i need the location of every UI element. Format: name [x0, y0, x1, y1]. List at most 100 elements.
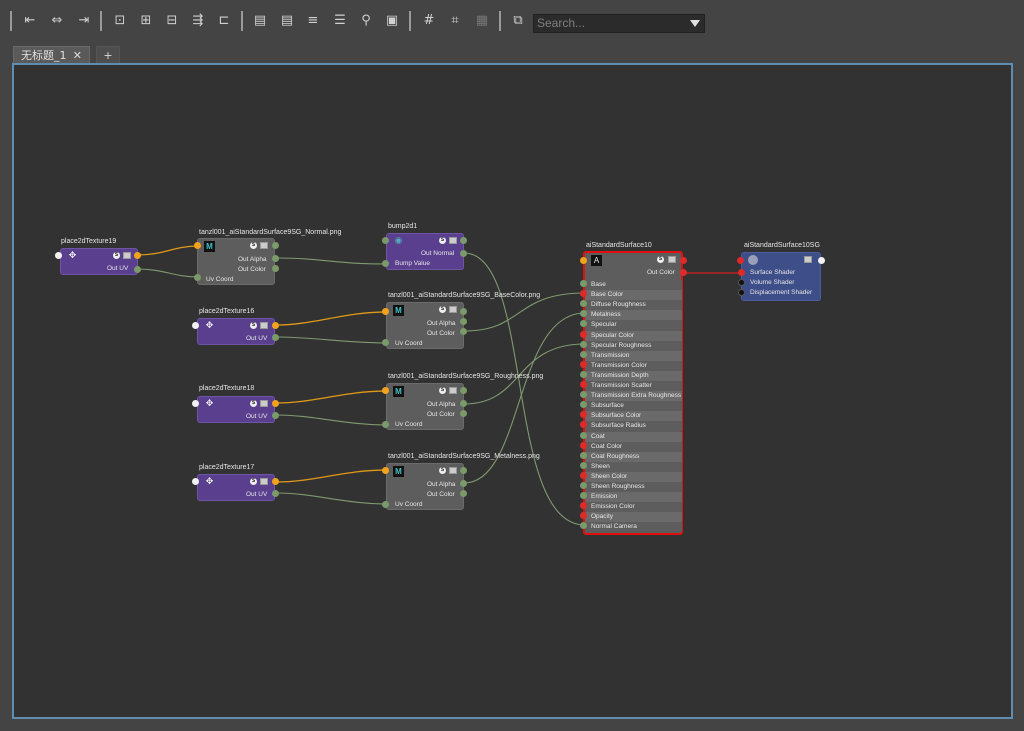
- input-port-attribute[interactable]: [580, 502, 587, 510]
- attribute-row[interactable]: Diffuse Roughness: [585, 300, 682, 311]
- view-toggle-icon[interactable]: [123, 252, 131, 259]
- input-port-attribute[interactable]: [580, 471, 587, 479]
- output-port[interactable]: [818, 257, 825, 264]
- output-port-out-color[interactable]: [680, 269, 687, 276]
- input-port-volume-shader[interactable]: [738, 279, 745, 286]
- graph-output-icon[interactable]: ⇥: [78, 13, 90, 28]
- node-place2dTexture16[interactable]: ✥ S Out UV: [197, 318, 275, 345]
- attribute-row[interactable]: Transmission Extra Roughness: [585, 391, 682, 402]
- output-port[interactable]: [460, 308, 467, 315]
- input-port-uv-coord[interactable]: [194, 274, 201, 281]
- attribute-row[interactable]: Sheen Color: [585, 471, 682, 482]
- output-port-out-color[interactable]: [460, 490, 467, 497]
- attribute-row[interactable]: Coat: [585, 431, 682, 442]
- tab-untitled[interactable]: 无标题_1 ✕: [13, 46, 90, 64]
- attribute-row[interactable]: Subsurface Radius: [585, 421, 682, 432]
- node-aiStandardSurface10SG[interactable]: Surface Shader Volume Shader Displacemen…: [741, 252, 821, 301]
- attribute-row[interactable]: Coat Color: [585, 441, 682, 452]
- attribute-row[interactable]: Transmission Scatter: [585, 381, 682, 391]
- node-normal-texture[interactable]: M S Out Alpha Out Color Uv Coord: [197, 238, 275, 285]
- view-toggle-icon[interactable]: [449, 387, 457, 394]
- input-port[interactable]: [382, 237, 389, 244]
- frame-selection-icon[interactable]: ⊡: [114, 13, 126, 28]
- input-port[interactable]: [192, 478, 199, 485]
- attribute-row[interactable]: Emission: [585, 492, 682, 503]
- view-toggle-icon[interactable]: [260, 478, 268, 485]
- input-port-orange[interactable]: [382, 467, 389, 474]
- output-port-out-alpha[interactable]: [460, 318, 467, 325]
- input-port-attribute[interactable]: [580, 350, 587, 358]
- view-toggle-icon[interactable]: [449, 237, 457, 244]
- input-port-bump-value[interactable]: [382, 260, 389, 267]
- attribute-row[interactable]: Metalness: [585, 310, 682, 321]
- input-port-attribute[interactable]: [580, 391, 587, 399]
- input-port-attribute[interactable]: [580, 320, 587, 328]
- output-port-out-color[interactable]: [460, 328, 467, 335]
- view-toggle-icon[interactable]: [260, 242, 268, 249]
- node-place2dTexture17[interactable]: ✥ S Out UV: [197, 474, 275, 501]
- input-port-attribute[interactable]: [580, 431, 587, 439]
- node-place2dTexture18[interactable]: ✥ S Out UV: [197, 396, 275, 423]
- swatch-toggle-icon[interactable]: S: [250, 242, 257, 249]
- add-selected-icon[interactable]: ⊞: [140, 13, 152, 28]
- attribute-row[interactable]: Transmission: [585, 350, 682, 361]
- node-editor-canvas[interactable]: place2dTexture19 ✥ S Out UV place2dTextu…: [12, 63, 1013, 719]
- output-port-out-uv[interactable]: [272, 412, 279, 419]
- input-port-orange[interactable]: [194, 242, 201, 249]
- add-tab-button[interactable]: +: [96, 46, 120, 64]
- input-port-attribute[interactable]: [580, 310, 587, 318]
- input-port-displacement-shader[interactable]: [738, 289, 745, 296]
- output-port[interactable]: [272, 242, 279, 249]
- attribute-row[interactable]: Normal Camera: [585, 522, 682, 533]
- output-port-out-alpha[interactable]: [272, 255, 279, 262]
- attribute-row[interactable]: Base Color: [585, 290, 682, 301]
- swatch-icon[interactable]: ▣: [385, 13, 399, 28]
- output-port[interactable]: [460, 237, 467, 244]
- input-port-attribute[interactable]: [580, 300, 587, 308]
- output-port[interactable]: [460, 387, 467, 394]
- node-basecolor-texture[interactable]: M S Out Alpha Out Color Uv Coord: [386, 302, 464, 349]
- magnify-icon[interactable]: ⚲: [361, 13, 371, 28]
- node-bump2d1[interactable]: ◉ S Out Normal Bump Value: [386, 233, 464, 270]
- input-port-attribute[interactable]: [580, 421, 587, 429]
- attribute-row[interactable]: Sheen: [585, 461, 682, 472]
- output-port[interactable]: [460, 467, 467, 474]
- swatch-toggle-icon[interactable]: S: [250, 400, 257, 407]
- view-toggle-icon[interactable]: [260, 400, 268, 407]
- input-port-attribute[interactable]: [580, 381, 587, 388]
- node-place2dTexture19[interactable]: ✥ S Out UV: [60, 248, 138, 275]
- input-port-attribute[interactable]: [580, 482, 587, 489]
- input-port-uv-coord[interactable]: [382, 339, 389, 346]
- view-toggle-icon[interactable]: [804, 256, 812, 263]
- node-metalness-texture[interactable]: M S Out Alpha Out Color Uv Coord: [386, 463, 464, 510]
- output-port-out-color[interactable]: [460, 410, 467, 417]
- output-port-out-color[interactable]: [272, 265, 279, 272]
- grid-icon[interactable]: #: [423, 13, 435, 28]
- swatch-toggle-icon[interactable]: S: [113, 252, 120, 259]
- input-port-attribute[interactable]: [580, 522, 587, 530]
- view-toggle-icon[interactable]: [260, 322, 268, 329]
- input-port[interactable]: [192, 322, 199, 329]
- view-toggle-icon[interactable]: [449, 467, 457, 474]
- output-port-out-alpha[interactable]: [460, 480, 467, 487]
- output-port-out-uv[interactable]: [272, 490, 279, 497]
- swatch-toggle-icon[interactable]: S: [250, 478, 257, 485]
- input-port-orange[interactable]: [382, 308, 389, 315]
- attribute-row[interactable]: Sheen Roughness: [585, 482, 682, 492]
- input-port-uv-coord[interactable]: [382, 421, 389, 428]
- output-port-out-normal[interactable]: [460, 250, 467, 257]
- output-port-orange[interactable]: [272, 400, 279, 407]
- node-roughness-texture[interactable]: M S Out Alpha Out Color Uv Coord: [386, 383, 464, 430]
- attribute-row[interactable]: Subsurface: [585, 401, 682, 412]
- remove-selected-icon[interactable]: ⊟: [166, 13, 178, 28]
- swatch-toggle-icon[interactable]: S: [439, 467, 446, 474]
- output-port-orange[interactable]: [134, 252, 141, 259]
- attribute-row[interactable]: Specular Roughness: [585, 340, 682, 351]
- attribute-row[interactable]: Transmission Depth: [585, 370, 682, 381]
- input-port-attribute[interactable]: [580, 401, 587, 409]
- output-port-orange[interactable]: [272, 322, 279, 329]
- search-input[interactable]: Search...: [533, 14, 705, 33]
- attribute-row[interactable]: Opacity: [585, 512, 682, 523]
- attribute-row[interactable]: Base: [585, 280, 682, 290]
- simple-view-icon[interactable]: ▤: [253, 13, 267, 28]
